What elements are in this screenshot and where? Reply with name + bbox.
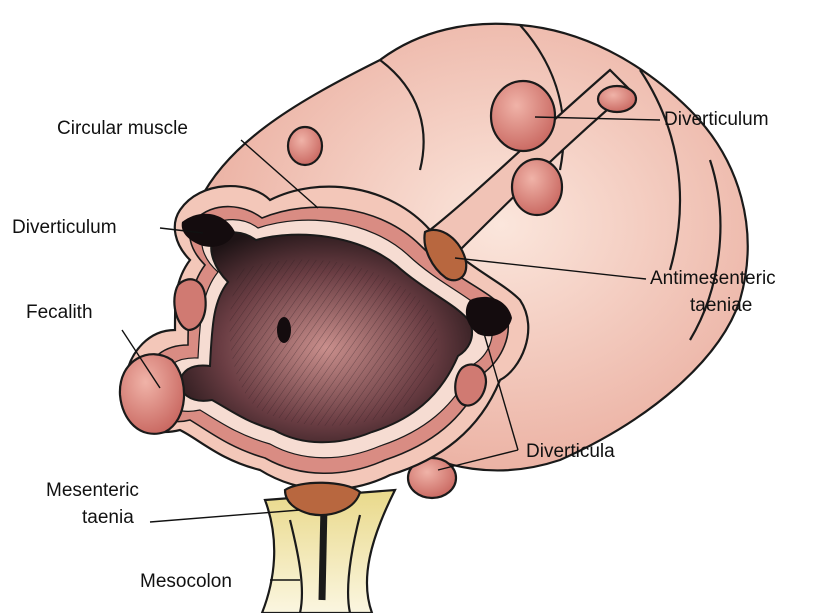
- label-diverticula: Diverticula: [526, 441, 615, 462]
- label-circular-muscle: Circular muscle: [57, 118, 188, 139]
- label-mesenteric-line2: taenia: [82, 507, 134, 528]
- label-antimesenteric-line1: Antimesenteric: [650, 268, 776, 289]
- label-antimesenteric-line2: taeniae: [690, 295, 752, 316]
- label-fecalith: Fecalith: [26, 302, 93, 323]
- label-mesenteric-line1: Mesenteric: [46, 480, 139, 501]
- label-diverticulum-top: Diverticulum: [664, 109, 769, 130]
- label-mesocolon: Mesocolon: [140, 571, 232, 592]
- label-diverticulum-left: Diverticulum: [12, 217, 117, 238]
